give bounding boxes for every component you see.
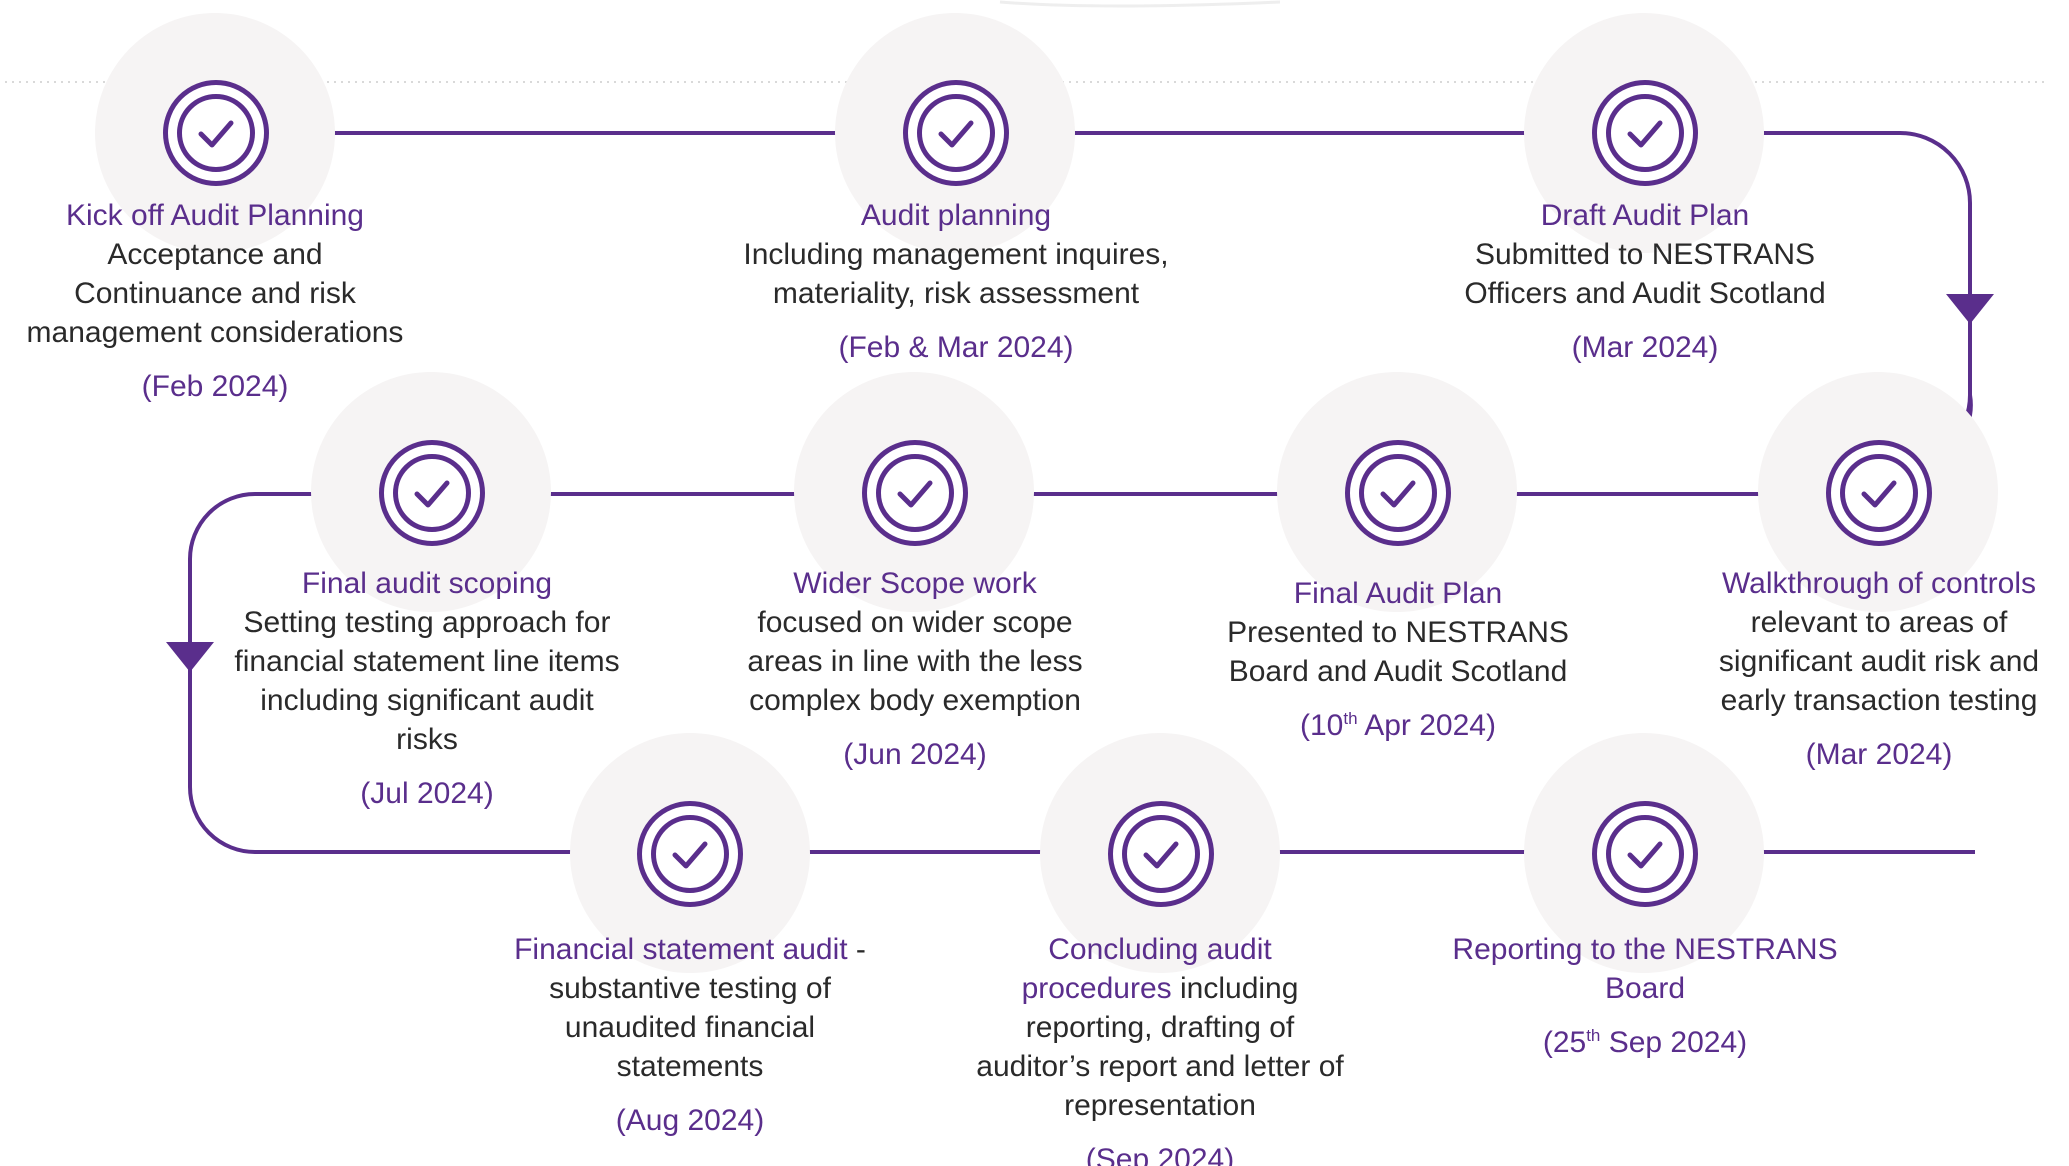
step-card-final-scoping: Final audit scoping Setting testing appr… [212, 564, 642, 813]
step-title-line: Financial statement audit - [514, 933, 866, 966]
step-body-line: materiality, risk assessment [772, 277, 1140, 310]
step-body-line: Officers and Audit Scotland [1464, 277, 1826, 310]
step-node-concluding [1108, 801, 1214, 907]
step-body-line: relevant to areas of [1750, 606, 2008, 639]
step-node-reporting [1592, 801, 1698, 907]
step-body-line: management considerations [26, 316, 404, 349]
check-circle-icon [1627, 841, 1663, 869]
check-circle-icon [414, 480, 450, 508]
step-date: (25th Sep 2024) [1542, 1026, 1748, 1059]
step-body-line: early transaction testing [1720, 684, 2038, 717]
step-body-line: Including management inquires, [743, 238, 1169, 271]
step-node-financial-statement-audit [637, 801, 743, 907]
step-date: (Jul 2024) [360, 777, 494, 810]
check-circle-icon [672, 841, 708, 869]
step-body-line: complex body exemption [749, 684, 1081, 717]
step-body-line: auditor’s report and letter of [976, 1050, 1344, 1083]
step-body-line: areas in line with the less [747, 645, 1083, 678]
step-date: (10th Apr 2024) [1300, 709, 1496, 742]
step-date: (Sep 2024) [1085, 1143, 1235, 1166]
check-circle-icon [938, 120, 974, 148]
check-circle-icon [1380, 480, 1416, 508]
step-node-walkthrough [1826, 440, 1932, 546]
step-card-walkthrough: Walkthrough of controls relevant to area… [1694, 564, 2064, 774]
step-card-kick-off: Kick off Audit Planning Acceptance and C… [5, 196, 425, 406]
arrow-down-icon [166, 642, 214, 672]
step-body-line: substantive testing of [549, 972, 831, 1005]
step-title: Final audit scoping [301, 567, 553, 600]
step-title: Reporting to the [1452, 933, 1666, 966]
step-title: Draft Audit Plan [1540, 199, 1750, 232]
step-card-final-audit-plan: Final Audit Plan Presented to NESTRANS B… [1198, 574, 1598, 745]
step-node-kick-off [163, 80, 269, 186]
step-title-line: procedures including [1021, 972, 1299, 1005]
step-title-line: Reporting to the NESTRANS [1452, 933, 1838, 966]
step-body-line: Submitted to NESTRANS [1474, 238, 1816, 271]
step-title: Financial statement audit [514, 933, 848, 966]
step-card-financial-statement-audit: Financial statement audit - substantive … [465, 930, 915, 1140]
step-body-line: Continuance and risk [74, 277, 356, 310]
step-body-line: representation [1064, 1089, 1256, 1122]
step-node-final-scoping [379, 440, 485, 546]
step-date: (Aug 2024) [615, 1104, 765, 1137]
step-body-line: risks [396, 723, 458, 756]
step-title: Board [1604, 972, 1686, 1005]
step-body-line: statements [616, 1050, 764, 1083]
step-body-line: including significant audit [260, 684, 594, 717]
step-title: Wider Scope work [793, 567, 1037, 600]
step-title: Walkthrough of controls [1721, 567, 2037, 600]
check-circle-icon [1627, 120, 1663, 148]
track-arc-top [999, 0, 1281, 8]
step-node-draft-audit-plan [1592, 80, 1698, 186]
step-card-reporting: Reporting to the NESTRANS Board (25th Se… [1420, 930, 1870, 1062]
check-circle-icon [1861, 480, 1897, 508]
step-title: Final Audit Plan [1293, 577, 1503, 610]
step-date: (Mar 2024) [1805, 738, 1953, 771]
step-date: (Feb & Mar 2024) [838, 331, 1074, 364]
step-node-audit-planning [903, 80, 1009, 186]
arrow-down-icon [1946, 294, 1994, 324]
step-body-line: reporting, drafting of [1025, 1011, 1295, 1044]
step-body-line: Acceptance and [107, 238, 323, 271]
step-card-wider-scope: Wider Scope work focused on wider scope … [715, 564, 1115, 774]
step-date: (Mar 2024) [1571, 331, 1719, 364]
step-body-line: significant audit risk and [1718, 645, 2040, 678]
step-node-final-audit-plan [1345, 440, 1451, 546]
step-body-line: Presented to NESTRANS [1227, 616, 1569, 649]
step-body-line: unaudited financial [564, 1011, 816, 1044]
step-title: Concluding audit [1048, 933, 1272, 966]
step-body-line: financial statement line items [234, 645, 620, 678]
step-date: (Feb 2024) [141, 370, 289, 403]
step-body-line: Setting testing approach for [243, 606, 611, 639]
check-circle-icon [198, 120, 234, 148]
step-card-concluding: Concluding audit procedures including re… [950, 930, 1370, 1166]
step-card-draft-audit-plan: Draft Audit Plan Submitted to NESTRANS O… [1420, 196, 1870, 367]
step-node-wider-scope [862, 440, 968, 546]
check-circle-icon [897, 480, 933, 508]
step-card-audit-planning: Audit planning Including management inqu… [706, 196, 1206, 367]
step-body-line: Board and Audit Scotland [1228, 655, 1568, 688]
check-circle-icon [1143, 841, 1179, 869]
step-date: (Jun 2024) [843, 738, 987, 771]
step-title: Audit planning [860, 199, 1052, 232]
step-body-line: focused on wider scope [757, 606, 1073, 639]
step-title: Kick off Audit Planning [66, 199, 364, 232]
